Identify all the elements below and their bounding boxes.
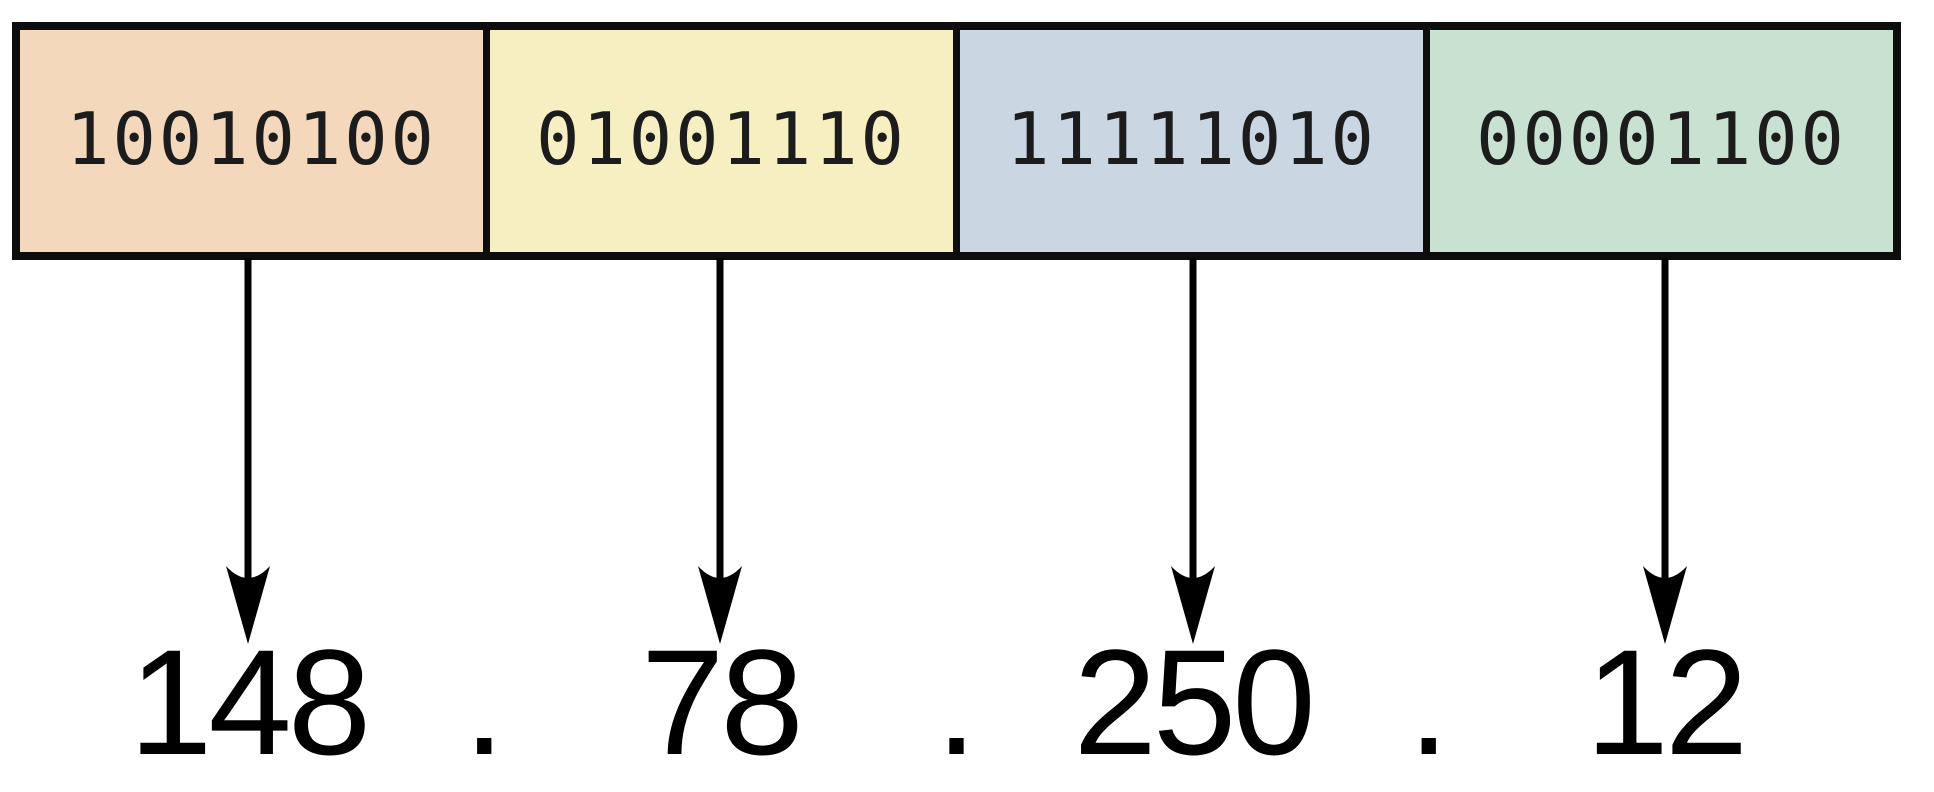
octet-binary-value-1: 10010100 [66,97,437,181]
octet-binary-value-4: 00001100 [1476,97,1847,181]
octet-cell-4: 00001100 [1430,30,1893,252]
arrows-layer [12,258,1901,646]
dot-separator-3: . [1407,618,1450,786]
octet-decimal-value-3: 250 [1073,618,1315,786]
octet-cell-1: 10010100 [20,30,490,252]
octet-decimal-value-2: 78 [640,618,804,786]
arrow-down-icon [226,258,271,644]
octet-cell-2: 01001110 [490,30,960,252]
arrow-down-icon [698,258,743,644]
decimal-values-row: 148 78 250 12 . . . [12,622,1901,792]
binary-octets-bar: 10010100 01001110 11111010 00001100 [12,22,1901,260]
octet-decimal-value-4: 12 [1585,618,1748,786]
octet-binary-value-3: 11111010 [1006,97,1377,181]
dot-separator-2: . [935,618,978,786]
dot-separator-1: . [463,618,506,786]
arrow-down-icon [1170,258,1215,644]
octet-cell-3: 11111010 [960,30,1430,252]
octet-decimal-value-1: 148 [128,618,371,786]
arrow-down-icon [1642,258,1687,644]
octet-binary-value-2: 01001110 [536,97,907,181]
